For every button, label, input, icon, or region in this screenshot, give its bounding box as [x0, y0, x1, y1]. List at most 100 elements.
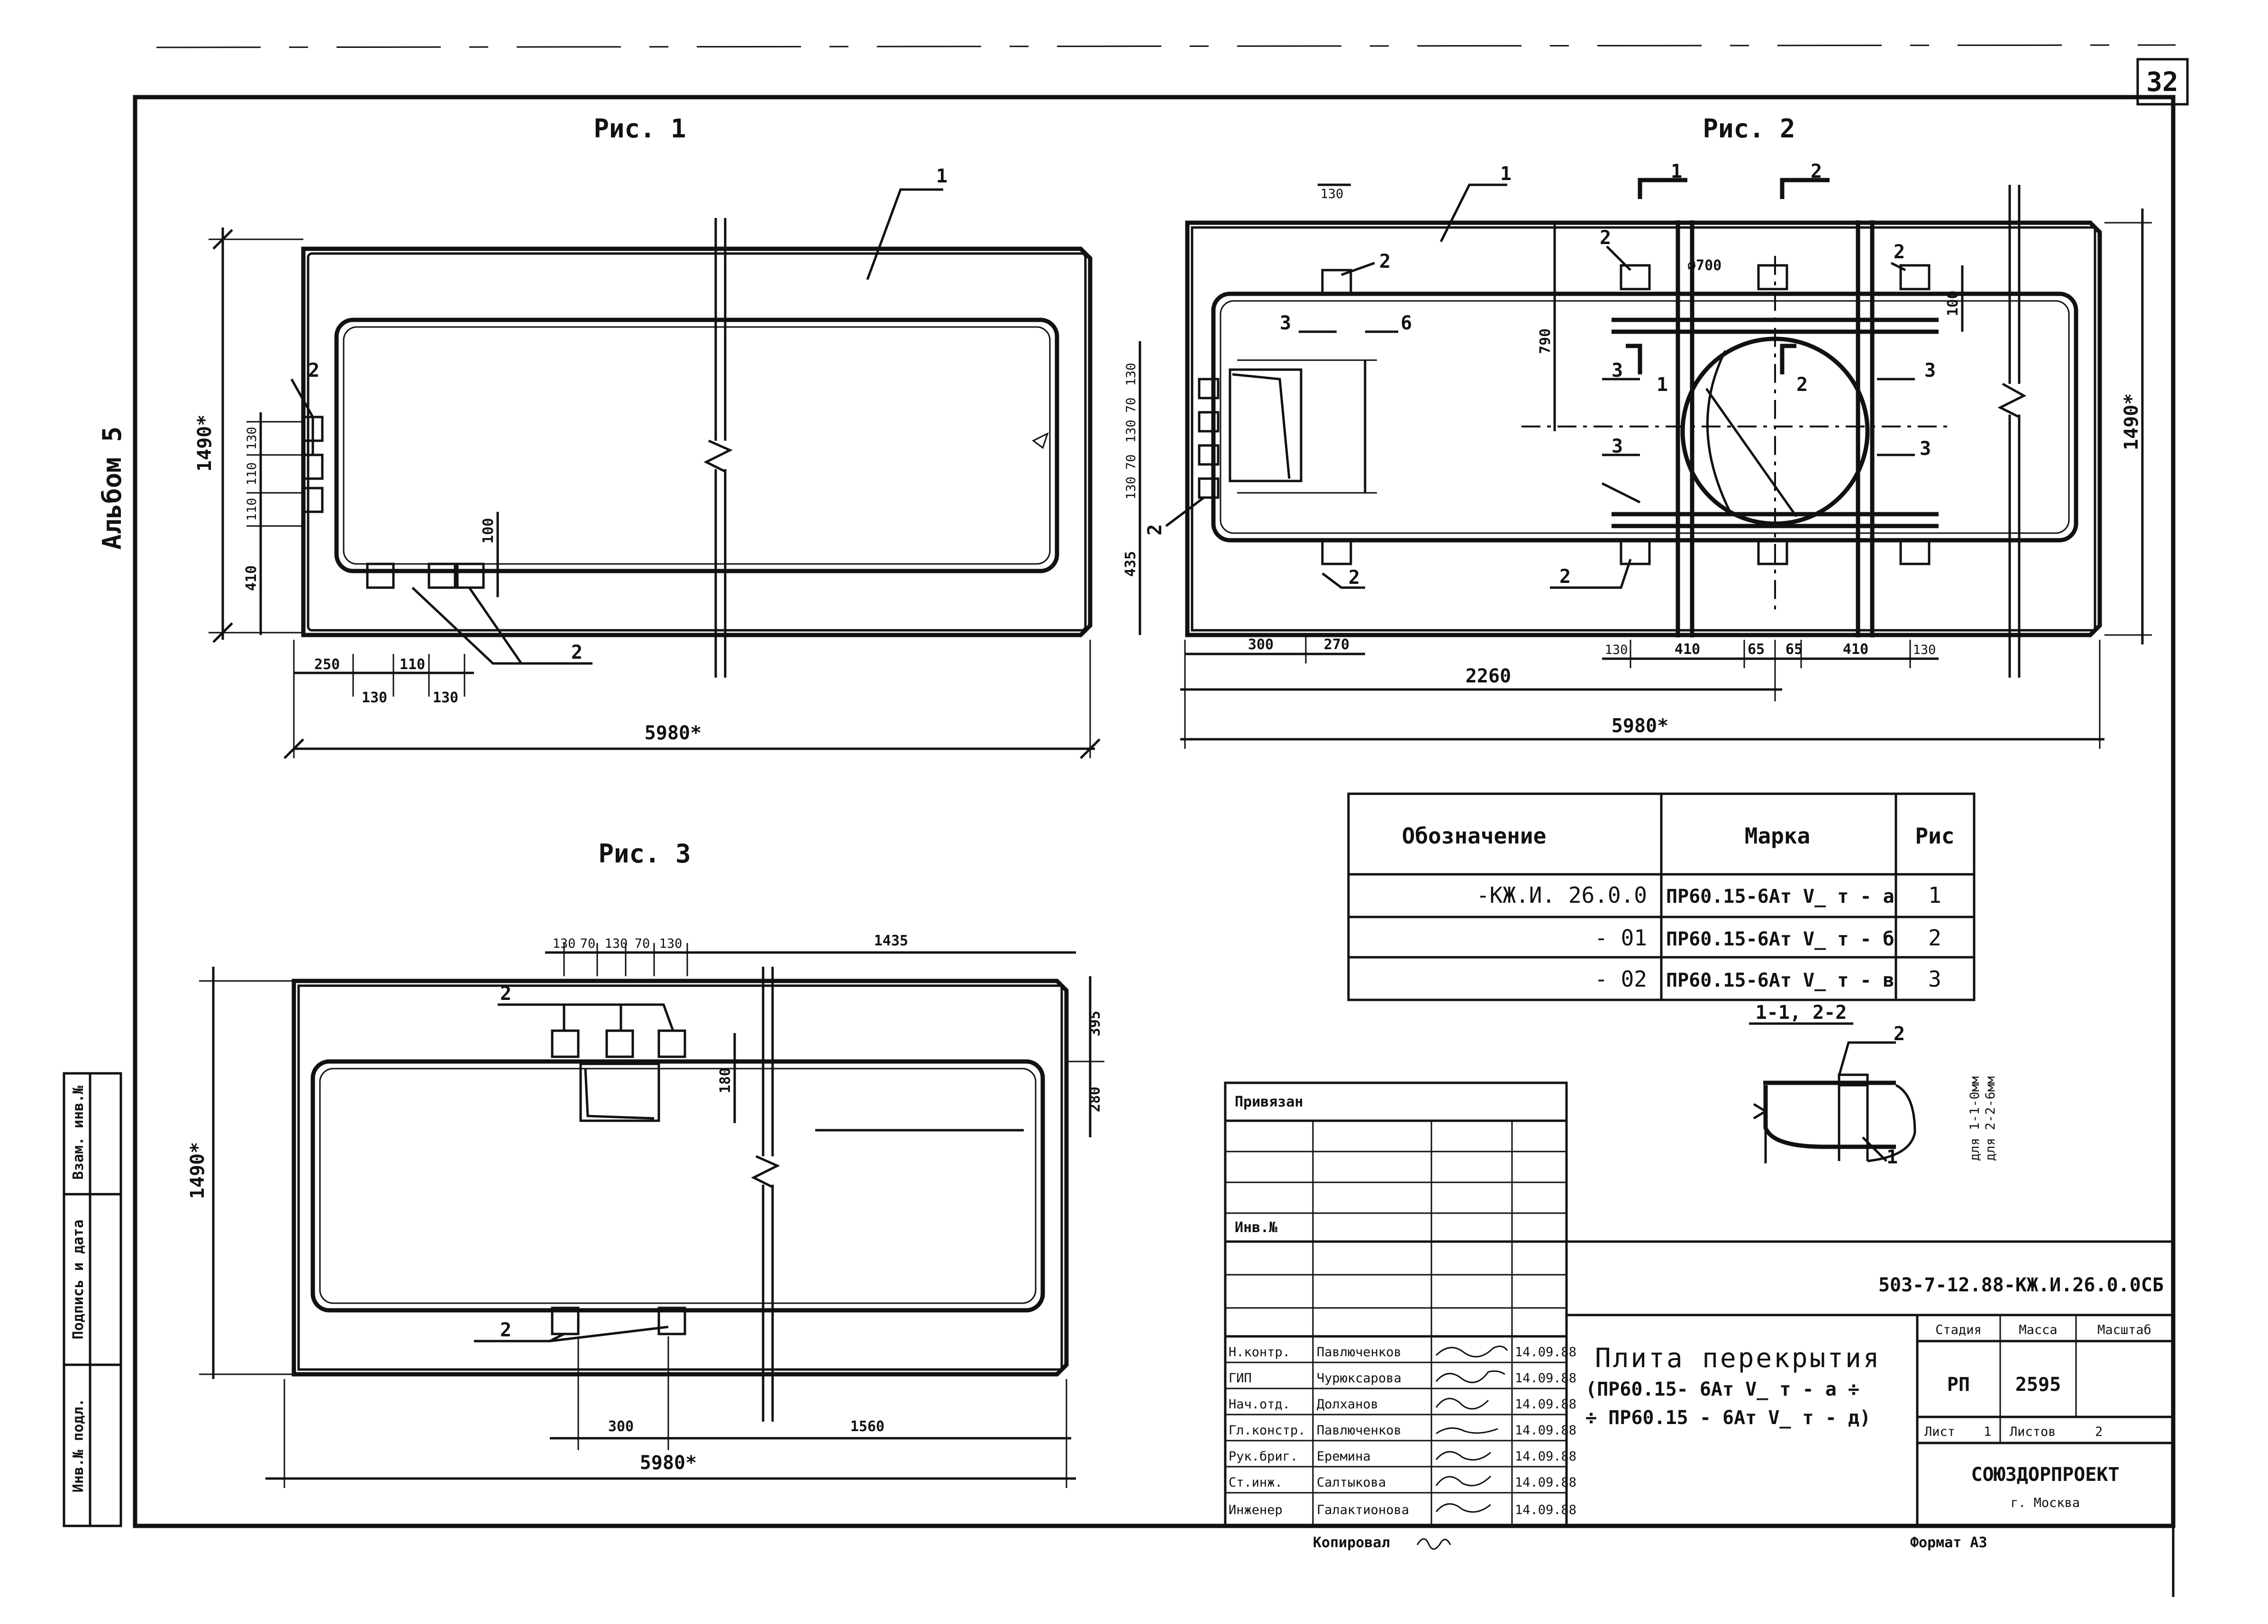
staff-role: Гл.констр. — [1229, 1423, 1306, 1438]
fig2-callout-3b: 3 — [1612, 360, 1623, 381]
figure-3: Рис. 3 — [199, 839, 1104, 1488]
fig2-dim-300: 300 — [1248, 636, 1274, 653]
spec-row1-fig: 1 — [1928, 882, 1941, 908]
sheet-number: 32 — [2146, 67, 2178, 98]
staff-date: 14.09.88 — [1515, 1475, 1576, 1490]
staff-role: Рук.бриг. — [1229, 1449, 1298, 1464]
title-mass: 2595 — [2015, 1374, 2061, 1396]
fig2-callout-2d: 2 — [1559, 566, 1571, 588]
title-inv-no: Инв.№ — [1235, 1219, 1278, 1236]
fig2-dim-diameter: ⌀700 — [1687, 257, 1721, 274]
fig3-dim-t130c: 130 — [659, 936, 683, 951]
fig3-dim-1560: 1560 — [850, 1418, 884, 1435]
fig2-callout-3d: 3 — [1924, 360, 1936, 381]
fig2-dim-b130b: 130 — [1913, 643, 1936, 657]
figure-1: Рис. 1 — [209, 114, 1101, 759]
spec-row3-designation: - 02 — [1594, 966, 1647, 992]
fig1-dim-250: 250 — [314, 656, 340, 673]
staff-date: 14.09.88 — [1515, 1371, 1576, 1386]
fig3-dim-t130a: 130 — [553, 936, 576, 951]
strip-vzam-inv: Взам. инв.№ — [70, 1085, 87, 1180]
fig2-dim-height: 1490* — [2121, 393, 2142, 450]
title-sheets-label: Листов — [2010, 1424, 2056, 1439]
fig1-dim-110b: 110 — [245, 463, 259, 486]
title-sheet-no: 1 — [1984, 1424, 1991, 1439]
spec-row2-fig: 2 — [1928, 925, 1941, 951]
signatures — [1435, 1345, 1508, 1513]
fig2-callout-2f: 2 — [1144, 524, 1166, 535]
fig1-dim-length: 5980* — [645, 722, 701, 744]
fig2-callout-2a: 2 — [1379, 251, 1391, 272]
fig2-callout-2c: 2 — [1894, 241, 1905, 263]
title-stage-label: Стадия — [1935, 1323, 1982, 1337]
fig1-dim-100: 100 — [480, 518, 497, 544]
title-sheets-total: 2 — [2095, 1424, 2103, 1439]
staff-name: Салтыкова — [1317, 1475, 1386, 1490]
fig2-dim-l70b: 70 — [1124, 454, 1139, 470]
staff-name: Чурюксарова — [1317, 1371, 1402, 1386]
fig1-dim-110: 110 — [400, 656, 425, 673]
staff-date: 14.09.88 — [1515, 1397, 1576, 1412]
fig2-dim-b410b: 410 — [1843, 641, 1868, 658]
strip-inv-podl: Инв.№ подл. — [70, 1398, 87, 1493]
fig2-callout-1: 1 — [1500, 163, 1512, 185]
fig3-dim-180: 180 — [717, 1068, 734, 1093]
fig2-dim-b65a: 65 — [1748, 641, 1765, 658]
fig2-section-2: 2 — [1811, 161, 1822, 182]
fig3-dim-t70b: 70 — [635, 936, 650, 951]
title-block — [1224, 1081, 2173, 1527]
staff-date: 14.09.88 — [1515, 1345, 1576, 1360]
fig2-dim-270: 270 — [1324, 636, 1349, 653]
fig1-dim-130: 130 — [245, 427, 259, 450]
fig2-dim-l130b: 130 — [1124, 420, 1139, 443]
left-binding-strip — [63, 1072, 122, 1527]
title-city: г. Москва — [2011, 1496, 2080, 1510]
staff-role: Ст.инж. — [1229, 1475, 1283, 1490]
title-sheet-label: Лист — [1924, 1424, 1955, 1439]
section-detail-note-1: для 1-1-0мм — [1967, 1076, 1982, 1161]
fig2-dim-2260: 2260 — [1466, 665, 1511, 687]
fig3-dim-length: 5980* — [640, 1452, 697, 1474]
fig1-title: Рис. 1 — [593, 114, 686, 144]
fig2-dim-100: 100 — [1945, 290, 1961, 316]
fig1-dim-height: 1490* — [194, 415, 216, 472]
fig2-dim-l130a: 130 — [1124, 363, 1139, 386]
fig2-dim-b65b: 65 — [1785, 641, 1803, 658]
album-label: Альбом 5 — [97, 426, 127, 550]
staff-name: Долханов — [1317, 1397, 1378, 1412]
staff-name: Павлюченков — [1317, 1423, 1402, 1438]
staff-name: Павлюченков — [1317, 1345, 1402, 1360]
section-detail-title: 1-1, 2-2 — [1756, 1002, 1847, 1024]
fig3-dim-280: 280 — [1087, 1087, 1103, 1112]
staff-name: Галактионова — [1317, 1503, 1409, 1517]
title-format: Формат А3 — [1910, 1534, 1987, 1551]
fig2-callout-6: 6 — [1401, 312, 1412, 334]
spec-table — [1347, 792, 1976, 1001]
figure-2: Рис. 2 — [1139, 114, 2152, 749]
spec-row2-mark: ПР60.15-6Ат V̲ т - б — [1666, 928, 1895, 950]
fig1-callout-2-left: 2 — [308, 360, 319, 381]
fig3-title: Рис. 3 — [598, 839, 691, 869]
section-detail-callout-2: 2 — [1894, 1023, 1905, 1045]
fig1-dim-410: 410 — [243, 565, 260, 591]
fig2-section-1: 1 — [1671, 161, 1682, 182]
fig2-callout-3c: 3 — [1612, 435, 1623, 457]
fig1-dim-130a: 130 — [362, 690, 387, 706]
spec-row3-mark: ПР60.15-6Ат V̲ т - в — [1666, 970, 1895, 991]
fig2-title: Рис. 2 — [1703, 114, 1795, 144]
staff-role: Н.контр. — [1229, 1345, 1290, 1360]
fig3-callout-2b: 2 — [500, 1319, 511, 1341]
fig2-dim-b410a: 410 — [1675, 641, 1700, 658]
spec-row1-mark: ПР60.15-6Ат V̲ т - а — [1666, 886, 1895, 907]
fig1-dim-130b: 130 — [433, 690, 458, 706]
title-scale-label: Масштаб — [2097, 1323, 2151, 1337]
section-detail — [1749, 1022, 1916, 1163]
staff-role: ГИП — [1229, 1371, 1252, 1386]
section-detail-note-2: для 2-2-6мм — [1983, 1076, 1998, 1161]
section-detail-callout-1: 1 — [1886, 1146, 1898, 1168]
staff-name: Еремина — [1317, 1449, 1371, 1464]
fig2-callout-2b: 2 — [1600, 227, 1611, 249]
fig1-callout-1: 1 — [936, 165, 947, 187]
fig2-dim-length: 5980* — [1612, 715, 1668, 737]
